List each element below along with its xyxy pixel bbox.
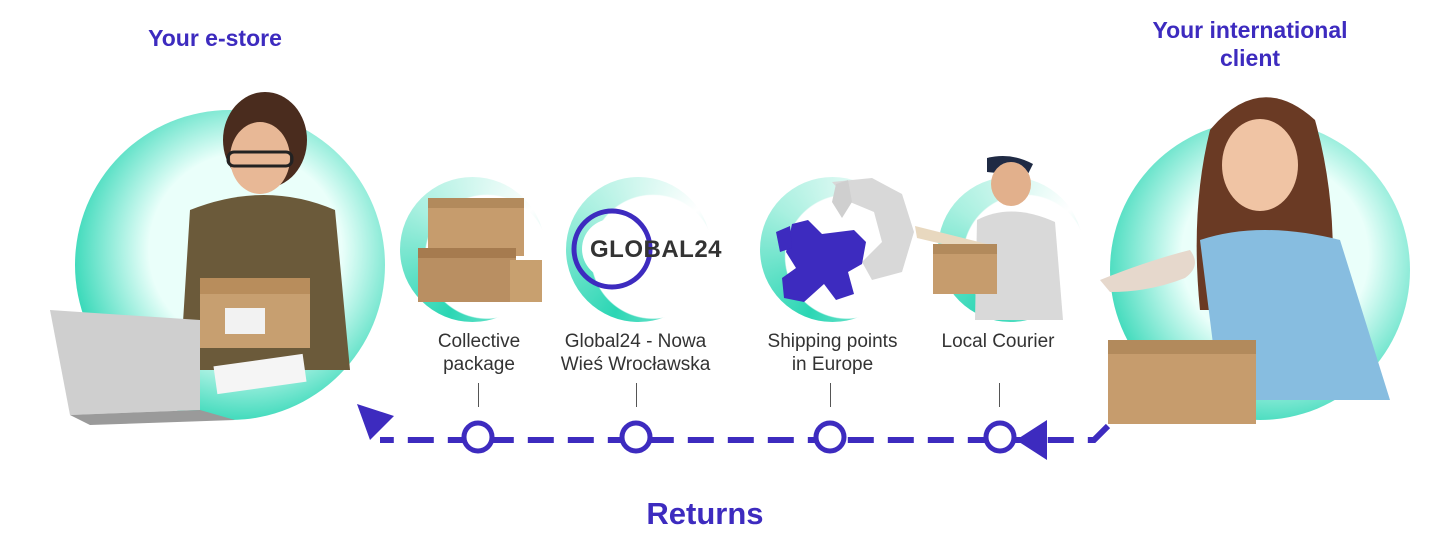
step-3-node xyxy=(813,420,847,454)
step-4-tick xyxy=(999,383,1000,407)
step-4-node xyxy=(983,420,1017,454)
arrow-left-icon xyxy=(357,404,394,440)
step-2-tick xyxy=(636,383,637,407)
step-1-tick xyxy=(478,383,479,407)
step-1-node xyxy=(461,420,495,454)
global24-logo xyxy=(571,208,653,290)
step-1-label: Collective package xyxy=(437,331,521,375)
client-heading: Your international client xyxy=(1152,17,1348,71)
step-3-tick xyxy=(830,383,831,407)
step-2-node xyxy=(619,420,653,454)
seller-figure xyxy=(50,92,350,425)
client-illustration xyxy=(1090,70,1430,440)
estore-heading: Your e-store xyxy=(148,25,282,51)
step-2-label: Global24 - Nowa Wieś Wrocławska xyxy=(560,331,711,375)
estore-illustration xyxy=(50,80,410,440)
global24-logo-text: GLOBAL24 xyxy=(590,236,723,263)
boxes-icon xyxy=(418,198,542,302)
step-3-label: Shipping points in Europe xyxy=(767,331,898,375)
europe-map-icon xyxy=(776,178,914,302)
step-4-label: Local Courier xyxy=(941,331,1055,352)
returns-heading: Returns xyxy=(646,496,764,531)
arrow-in-icon xyxy=(1016,420,1047,460)
courier-icon xyxy=(915,156,1063,320)
client-figure xyxy=(1100,97,1390,424)
